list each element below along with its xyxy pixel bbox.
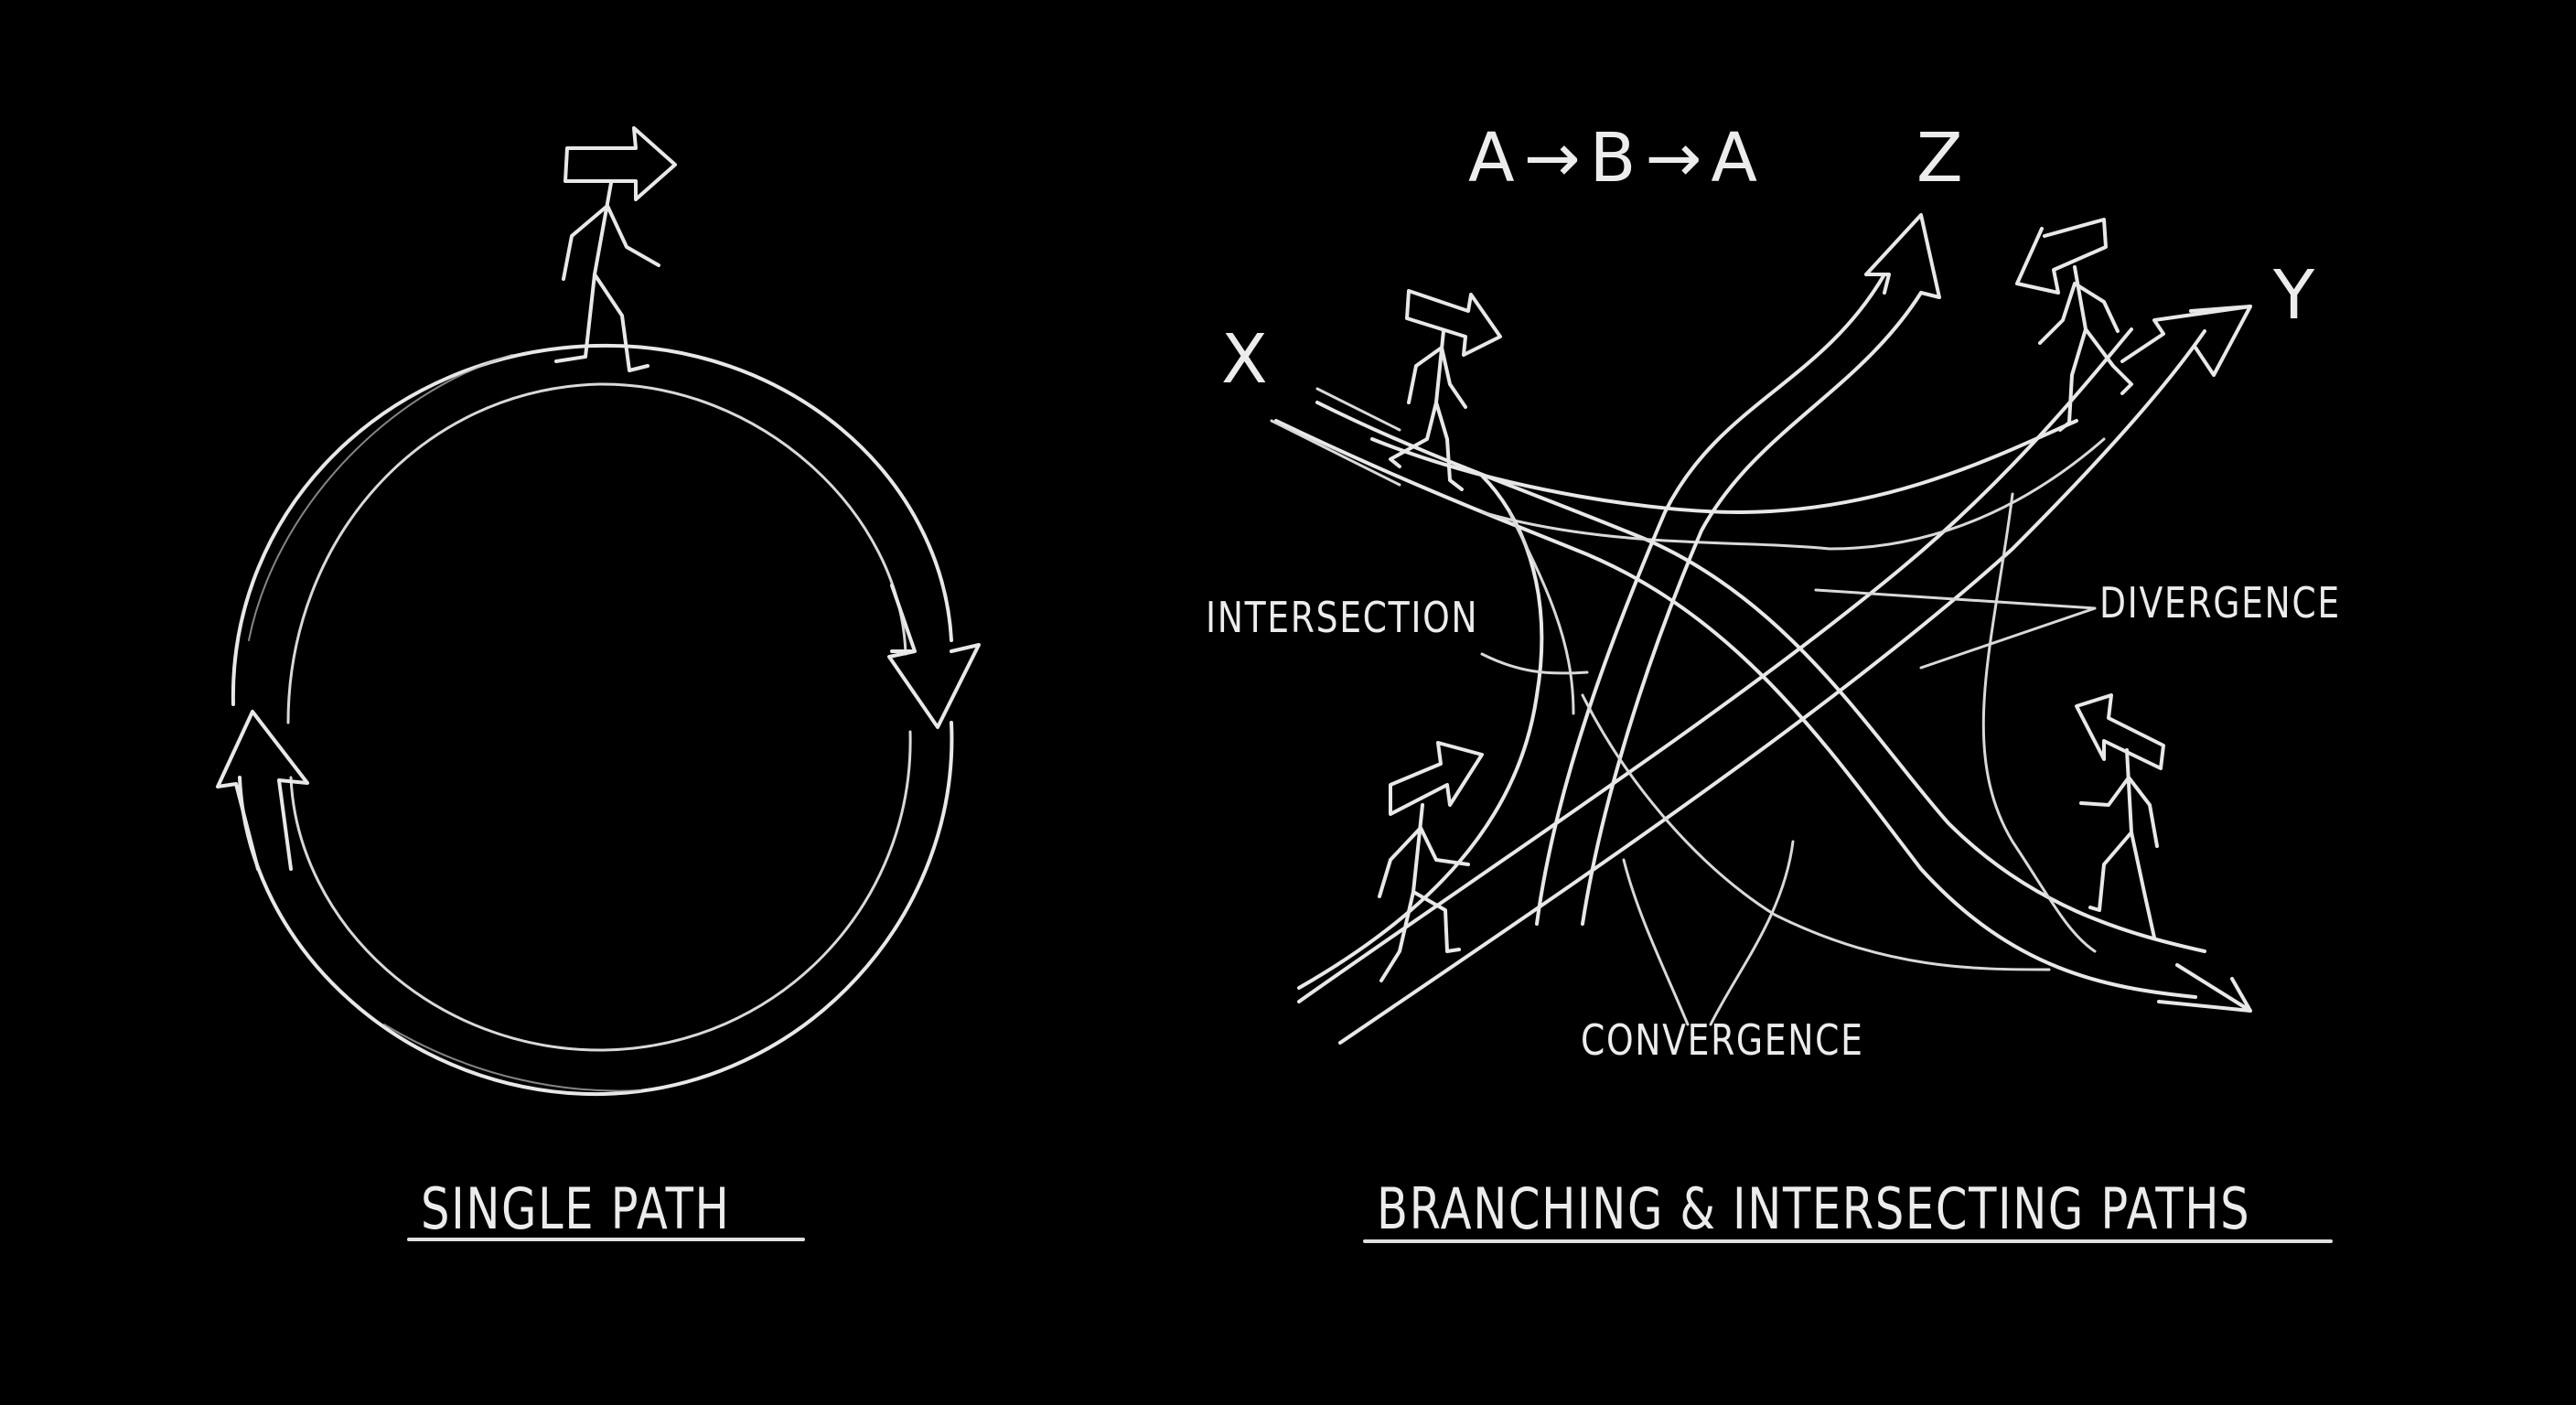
walker-bottom-left-icon (1378, 741, 1484, 982)
path-band-top-arc (1370, 419, 2106, 551)
divergence-label: DIVERGENCE (2099, 578, 2341, 627)
walker-figure-icon (554, 126, 677, 372)
loop-arrow-down-icon (887, 584, 981, 729)
divergence-pointer (1814, 588, 2097, 670)
single-path-underline (407, 1238, 805, 1241)
path-band-to-z (1535, 213, 1941, 926)
walker-bottom-right-icon (2075, 693, 2165, 939)
branching-paths-title: BRANCHING & INTERSECTING PATHS (1377, 1175, 2251, 1242)
path-lead-in-x (1270, 387, 1401, 487)
walker-top-left-icon (1389, 289, 1502, 491)
intersection-label: INTERSECTION (1206, 593, 1479, 642)
loop-arrow-up-icon (216, 710, 309, 871)
branching-paths-underline (1363, 1239, 2333, 1243)
path-band-to-y (1297, 305, 2252, 1045)
convergence-label: CONVERGENCE (1581, 1015, 1864, 1065)
path-band-x-to-bottom-right (1274, 401, 2252, 1013)
convergence-pointer (1622, 840, 1795, 1026)
single-path-title: SINGLE PATH (421, 1175, 731, 1242)
endpoint-y-label: Y (2273, 256, 2324, 335)
single-path-loop (231, 343, 954, 1097)
walker-top-right-icon (2015, 218, 2133, 432)
path-band-left-curve (1297, 474, 2097, 990)
sequence-label: A→B→A (1468, 119, 1767, 198)
endpoint-x-label: X (1221, 320, 1277, 399)
endpoint-z-label: Z (1916, 119, 1972, 198)
intersection-pointer (1480, 652, 1589, 675)
